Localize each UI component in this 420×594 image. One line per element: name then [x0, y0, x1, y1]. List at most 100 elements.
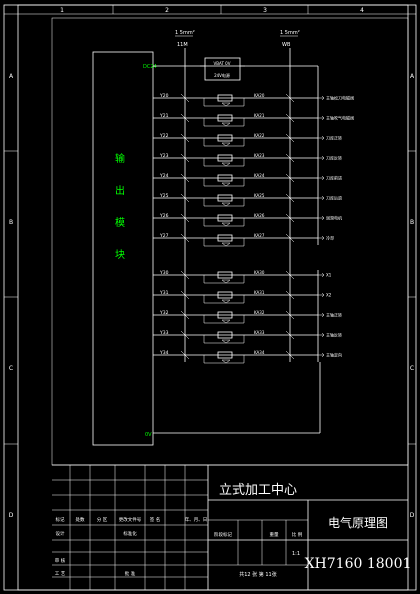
header-zone: 分 区 — [97, 516, 108, 523]
relay-coil — [217, 331, 233, 339]
header-signature: 签 名 — [150, 516, 160, 523]
relay-label: KA25 — [254, 193, 265, 198]
output-module-box — [92, 51, 154, 446]
zone-number-top: 4 — [360, 7, 364, 14]
wire-slash — [180, 93, 190, 103]
load-label: 冷却 — [326, 235, 334, 241]
flyback-diode — [221, 299, 231, 304]
sheet-info: 共12 张 第 11张 — [239, 571, 277, 578]
bus-name: 11M — [177, 42, 188, 48]
output-port-label: Y21 — [159, 113, 169, 119]
schematic-area — [51, 17, 409, 466]
wire-slash — [180, 113, 190, 123]
relay-label: KA23 — [254, 153, 265, 158]
relay-label: KA27 — [254, 233, 265, 238]
wire-slash — [180, 233, 190, 243]
output-arrow — [318, 332, 325, 338]
header-approve: 批 准 — [125, 570, 136, 577]
scale-value: 1:1 — [292, 551, 300, 557]
bus-label: 1 5mm² — [175, 30, 195, 36]
load-label: 主轴定向 — [326, 352, 342, 358]
inner-frame — [17, 4, 409, 591]
relay-label: KA34 — [254, 350, 265, 355]
wire-slash — [180, 350, 190, 360]
output-port-label: Y33 — [159, 330, 169, 336]
zone-letter-right: B — [410, 219, 414, 226]
header-date: 年、月、日 — [185, 516, 208, 523]
wire-slash — [285, 213, 295, 223]
load-label: 刀库反转 — [326, 155, 342, 161]
header-review: 审 核 — [55, 557, 66, 564]
wire-slash — [285, 270, 295, 280]
flyback-diode — [221, 359, 231, 364]
relay-label: KA22 — [254, 133, 265, 138]
relay-label: KA31 — [254, 290, 265, 295]
wire-slash — [285, 290, 295, 300]
output-port-label: Y25 — [159, 193, 169, 199]
output-port-label: Y26 — [159, 213, 169, 219]
output-arrow — [318, 155, 325, 161]
load-label: 主轴松刀电磁阀 — [326, 95, 354, 101]
flyback-diode — [221, 122, 231, 127]
wire-slash — [180, 310, 190, 320]
zone-number-top: 3 — [263, 7, 267, 14]
zone-letter-left: C — [9, 365, 13, 372]
output-arrow — [318, 95, 325, 101]
flyback-diode — [221, 222, 231, 227]
load-label: 润滑电机 — [326, 215, 342, 221]
flyback-diode — [221, 162, 231, 167]
load-label: 刀库前进 — [326, 175, 342, 181]
relay-coil — [217, 271, 233, 279]
module-label-char: 输 — [115, 152, 125, 165]
module-top-terminal: DC24 — [143, 64, 157, 70]
module-label-char: 出 — [115, 184, 125, 197]
output-arrow — [318, 135, 325, 141]
wire-slash — [180, 173, 190, 183]
relay-coil — [217, 154, 233, 162]
flyback-diode — [221, 182, 231, 187]
header-scale: 比 例 — [292, 531, 303, 538]
bus-label: 1 5mm² — [280, 30, 300, 36]
output-arrow — [318, 215, 325, 221]
module-bottom-terminal: 0V — [145, 432, 152, 438]
bus-name: WB — [282, 42, 291, 48]
output-port-label: Y34 — [159, 350, 169, 356]
output-arrow — [318, 175, 325, 181]
zone-letter-left: B — [9, 219, 13, 226]
wire-slash — [180, 193, 190, 203]
header-mark: 标记 — [56, 516, 65, 523]
relay-label: KA30 — [254, 270, 265, 275]
relay-coil — [217, 174, 233, 182]
zone-number-top: 1 — [60, 7, 64, 14]
load-label: 主轴正转 — [326, 312, 342, 318]
drawing-title: 电气原理图 — [328, 515, 388, 530]
output-port-label: Y30 — [159, 270, 169, 276]
flyback-diode — [221, 242, 231, 247]
power-supply-label: VBAT 0V — [214, 61, 231, 66]
wire-slash — [180, 153, 190, 163]
wire-slash — [285, 113, 295, 123]
output-arrow — [318, 352, 325, 358]
relay-coil — [217, 291, 233, 299]
relay-coil — [217, 214, 233, 222]
header-stage-mark: 阶段标记 — [214, 531, 232, 538]
wire-slash — [285, 193, 295, 203]
wire-slash — [285, 310, 295, 320]
flyback-diode — [221, 142, 231, 147]
relay-label: KA24 — [254, 173, 265, 178]
company-name: 立式加工中心 — [219, 483, 297, 498]
relay-label: KA26 — [254, 213, 265, 218]
output-arrow — [318, 292, 325, 298]
flyback-diode — [221, 102, 231, 107]
output-port-label: Y24 — [159, 173, 169, 179]
relay-coil — [217, 234, 233, 242]
zone-letter-right: A — [410, 73, 415, 80]
output-port-label: Y27 — [159, 233, 169, 239]
output-arrow — [318, 272, 325, 278]
wire-slash — [180, 133, 190, 143]
header-count: 处数 — [76, 516, 85, 523]
relay-label: KA20 — [254, 93, 265, 98]
header-standardize: 标准化 — [123, 530, 137, 537]
